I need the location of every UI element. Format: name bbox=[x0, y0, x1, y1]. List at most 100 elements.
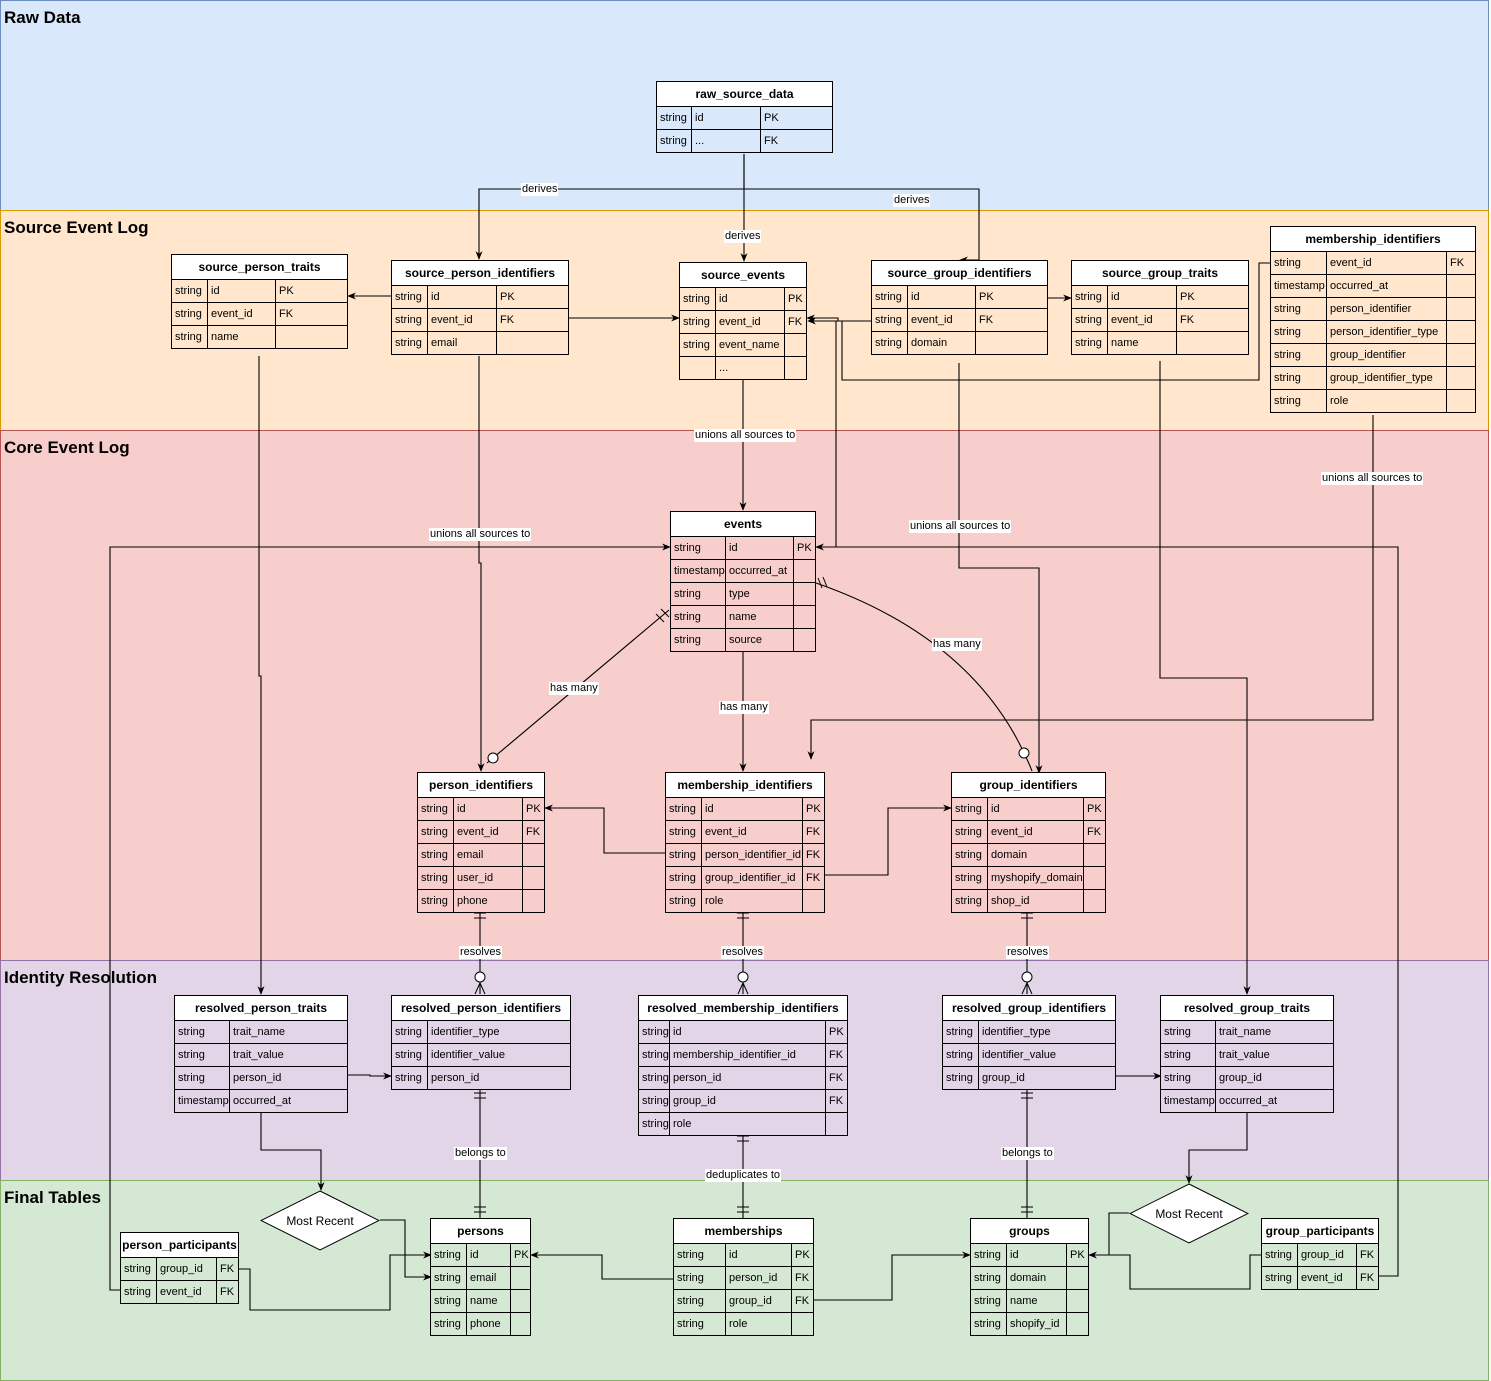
table-row[interactable]: string...FK bbox=[657, 130, 832, 152]
table-row[interactable]: ... bbox=[680, 357, 806, 379]
most-recent-group-decision[interactable]: Most Recent bbox=[1128, 1183, 1250, 1244]
most-recent-person-decision[interactable]: Most Recent bbox=[259, 1190, 381, 1251]
